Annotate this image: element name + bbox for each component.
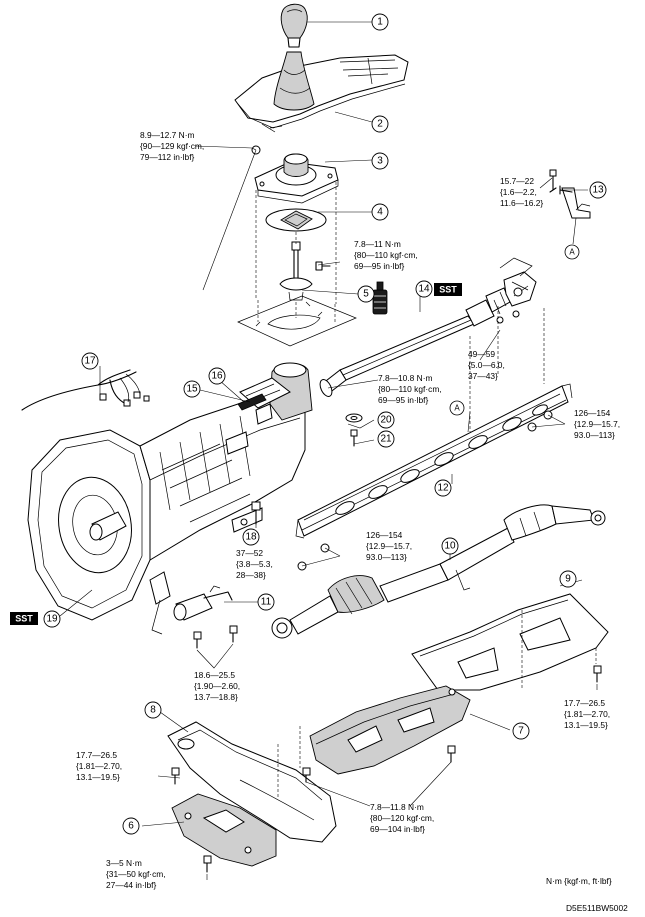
torque-shift-bolt: 8.9—12.7 N·m {90—129 kgf·cm, 79—112 in·l… [140,130,207,162]
svg-text:11: 11 [261,597,272,608]
callout-5: 5 [357,285,375,303]
reference-marker-a-top: A [564,244,580,260]
svg-text:12: 12 [437,483,449,494]
propeller-shaft [319,257,537,397]
bolt-18 [251,501,261,525]
callout-6: 6 [122,817,140,835]
crossmember [295,306,573,571]
lever-base-plate [237,182,357,347]
svg-text:2: 2 [377,119,383,130]
svg-text:A: A [569,248,575,257]
svg-text:10: 10 [444,541,456,552]
torque-shaft-nut: 49—59 {5.0—6.0, 37—43} [468,349,507,381]
torque-member-center: 126—154 {12.9—15.7, 93.0—113} [366,530,414,562]
callout-21: 21 [377,430,395,448]
svg-text:18: 18 [245,532,257,543]
shift-lever [279,241,331,301]
tunnel-member-9 [411,593,609,691]
clutch-release-11 [173,585,233,621]
svg-text:17: 17 [84,356,96,367]
torque-cover-right: 17.7—26.5 {1.81—2.70, 13.1—19.5} [564,698,612,730]
svg-text:1: 1 [377,17,383,28]
sst-badge-shift: SST [434,283,462,296]
callout-17: 17 [81,352,99,370]
callout-9: 9 [559,570,577,588]
svg-text:21: 21 [380,434,392,445]
callout-1: 1 [371,13,389,31]
svg-text:6: 6 [128,821,134,832]
svg-text:8: 8 [150,705,156,716]
callout-12: 12 [434,479,452,497]
callout-13: 13 [589,181,607,199]
shift-knob [280,3,308,48]
sst-badge-transmission: SST [10,612,38,625]
callout-16: 16 [208,367,226,385]
reference-marker-a-member: A [449,400,465,416]
under-cover-7 [309,685,471,775]
callout-10: 10 [441,537,459,555]
figure-code: D5E511BW5002 [566,903,628,913]
callout-18: 18 [242,528,260,546]
transmission-assembly [27,362,313,635]
lever-housing [254,153,339,204]
callout-11: 11 [257,593,275,611]
callout-8: 8 [144,701,162,719]
units-note: N·m {kgf·m, ft·lbf} [546,876,612,886]
svg-text:4: 4 [377,207,383,218]
torque-joint-bolt: 7.8—10.8 N·m {80—110 kgf·cm, 69—95 in·lb… [378,373,444,405]
plate-6 [171,793,277,867]
callout-20: 20 [377,411,395,429]
svg-text:20: 20 [380,415,392,426]
exhaust-pipe [271,504,606,639]
bracket-13 [549,169,591,245]
svg-text:13: 13 [592,185,604,196]
svg-text:A: A [454,404,460,413]
svg-text:16: 16 [211,371,223,382]
svg-text:SST: SST [15,614,33,624]
svg-text:15: 15 [186,384,198,395]
torque-undercover: 7.8—11.8 N·m {80—120 kgf·cm, 69—104 in·l… [370,802,437,834]
callout-7: 7 [512,722,530,740]
callout-19: 19 [43,610,61,628]
torque-trans-bolt: 37—52 {3.8—5.3, 28—38} [236,548,275,580]
callout-2: 2 [371,115,389,133]
console-panel-with-boot [234,51,409,133]
svg-text:5: 5 [363,289,369,300]
torque-starter: 18.6—25.5 {1.90—2.60, 13.7—18.8} [194,670,242,702]
cover-bolts [171,145,602,873]
insulator [265,208,327,232]
svg-text:3: 3 [377,156,383,167]
leader-lines [59,21,598,880]
wiring-harness [21,369,150,411]
front-member-8 [167,721,337,843]
callout-4: 4 [371,203,389,221]
sst-tool-lever [372,281,388,315]
callout-14: 14 [415,280,433,298]
torque-bracket: 15.7—22 {1.6—2.2, 11.6—16.2} [500,176,543,208]
torque-cover-left: 17.7—26.5 {1.81—2.70, 13.1—19.5} [76,750,124,782]
callout-15: 15 [183,380,201,398]
torque-member-right: 126—154 {12.9—15.7, 93.0—113} [574,408,622,440]
svg-text:SST: SST [439,285,457,295]
bolts-20-21 [345,413,363,447]
torque-lever-bolt: 7.8—11 N·m {80—110 kgf·cm, 69—95 in·lbf} [354,239,420,271]
svg-text:7: 7 [518,726,524,737]
torque-plate: 3—5 N·m {31—50 kgf·cm, 27—44 in·lbf} [106,858,168,890]
callout-3: 3 [371,152,389,170]
svg-text:19: 19 [46,614,58,625]
svg-text:9: 9 [565,574,571,585]
svg-text:14: 14 [418,284,430,295]
switches [237,393,273,425]
starter-bolts [193,625,238,649]
